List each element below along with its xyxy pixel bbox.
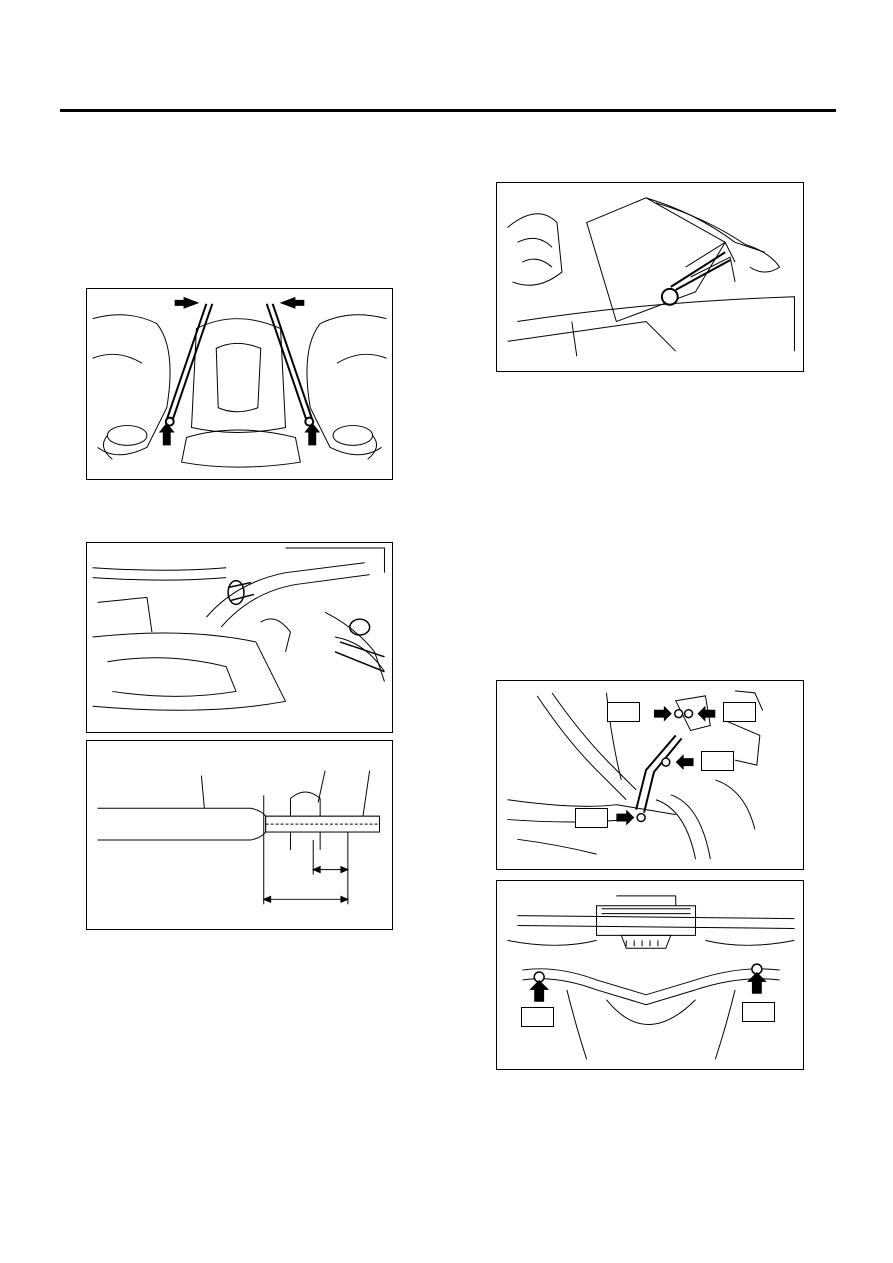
arrow-icon bbox=[697, 705, 716, 722]
crossmember-illustration bbox=[507, 895, 795, 1060]
callout-box bbox=[575, 808, 608, 828]
arrow-icon bbox=[746, 972, 767, 994]
callout-box bbox=[723, 702, 756, 722]
support-rods-illustration bbox=[92, 296, 387, 468]
rear-arm-illustration bbox=[507, 690, 764, 860]
arrow-icon bbox=[279, 296, 305, 309]
arrow-icon bbox=[174, 296, 200, 309]
header-rule bbox=[60, 109, 836, 112]
fig-wire-harness-connector bbox=[496, 182, 804, 372]
arrow-icon bbox=[529, 979, 550, 1002]
fig-front-support-rods bbox=[86, 288, 393, 480]
callout-box bbox=[521, 1007, 554, 1027]
pipe-clamp-illustration bbox=[92, 547, 385, 711]
arrow-icon bbox=[616, 809, 635, 826]
arrow-icon bbox=[304, 422, 321, 446]
fig-pipe-cross-section bbox=[86, 740, 393, 930]
callout-box bbox=[701, 751, 734, 771]
arrow-icon bbox=[675, 754, 694, 771]
callout-box bbox=[742, 1002, 775, 1022]
callout-box bbox=[607, 702, 640, 722]
arrow-icon bbox=[653, 705, 672, 722]
fig-exhaust-pipe-clamp bbox=[86, 542, 393, 733]
connector-illustration bbox=[507, 197, 795, 357]
arrow-icon bbox=[158, 422, 175, 446]
fig-rear-crossmember-bolts bbox=[496, 880, 804, 1070]
pipe-section-diagram bbox=[97, 770, 381, 905]
fig-rear-arm-bolts bbox=[496, 680, 804, 870]
